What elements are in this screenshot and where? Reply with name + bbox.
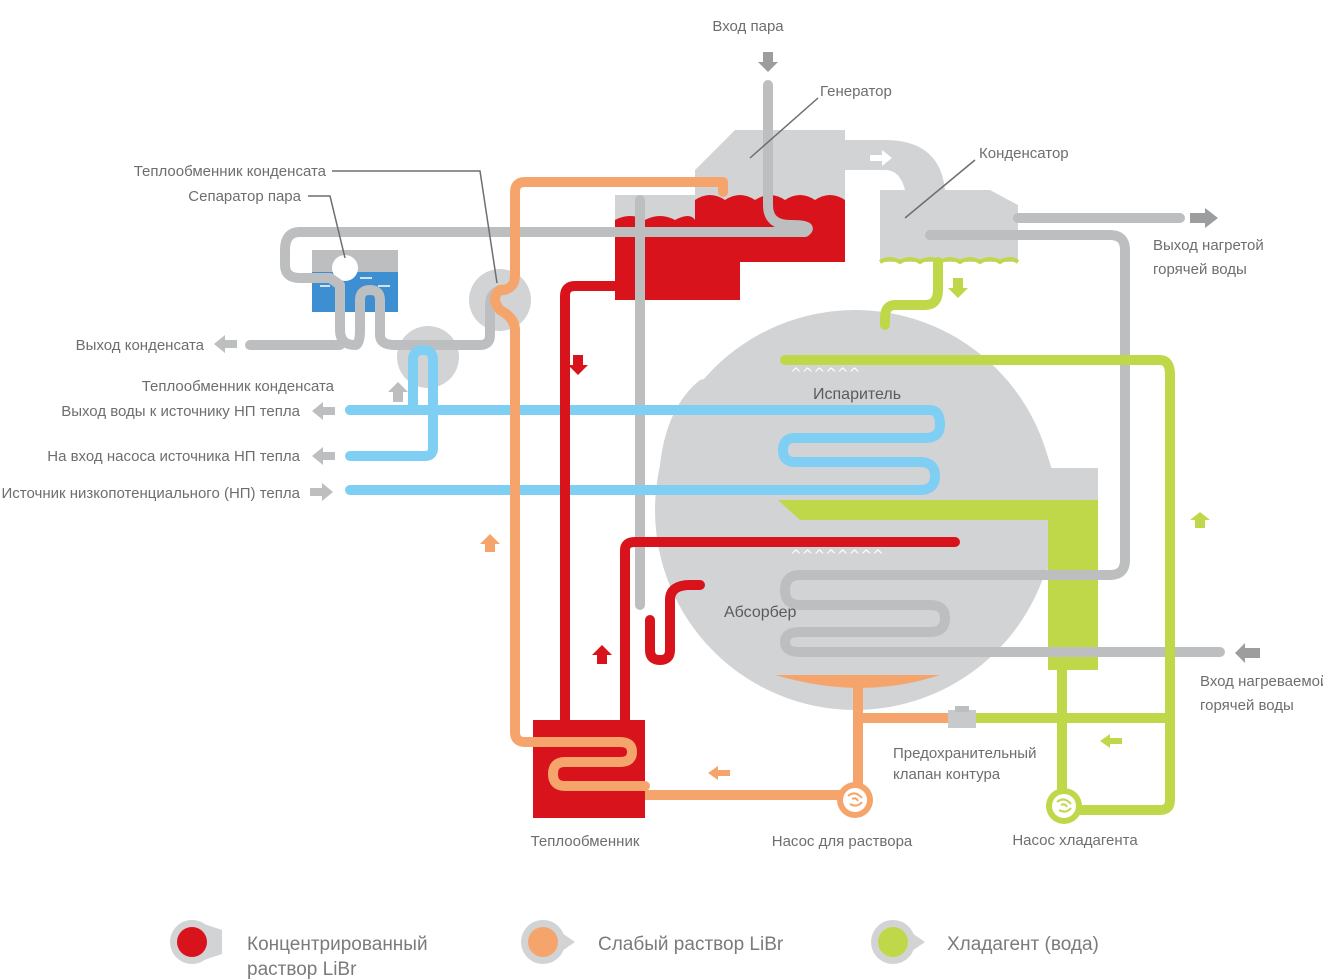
- refrigerant-pipes: [780, 257, 1175, 815]
- arrow-up-icon: [1190, 512, 1210, 528]
- refrigerant-pump-label: Насос хладагента: [1012, 832, 1138, 849]
- legend-swatch-icon: [878, 927, 908, 957]
- absorber-sprayer: ^^^^^^^^: [790, 548, 884, 564]
- legend-label: Концентрированный: [247, 934, 428, 955]
- arrow-up-icon: [480, 534, 500, 552]
- condenser-label: Конденсатор: [979, 145, 1069, 162]
- condensate-hx-top-label: Теплообменник конденсата: [134, 163, 327, 180]
- condensate-hx-mid-label: Теплообменник конденсата: [142, 378, 335, 395]
- legend-item-refrigerant: Хладагент (вода): [871, 920, 1099, 964]
- heat-exchanger: [528, 720, 650, 818]
- leader-lines: [308, 97, 976, 284]
- legend-label: раствор LiBr: [247, 959, 357, 980]
- hot-water-out-label-1: Выход нагретой: [1153, 237, 1264, 254]
- arrow-right-icon: [310, 483, 333, 501]
- arrow-up-icon: [388, 382, 408, 402]
- legend-label: Слабый раствор LiBr: [598, 934, 784, 955]
- arrow-left-icon: [312, 402, 335, 420]
- legend-swatch-icon: [177, 927, 207, 957]
- heated-water-in-label-2: горячей воды: [1200, 697, 1294, 714]
- solution-pump-icon: [837, 782, 873, 818]
- legend-item-weak: Слабый раствор LiBr: [521, 920, 784, 964]
- steam-in-label: Вход пара: [712, 18, 784, 35]
- lp-water-pipes: [345, 345, 945, 495]
- water-out-lp-label: Выход воды к источнику НП тепла: [61, 403, 300, 420]
- heat-exchanger-label: Теплообменник: [531, 833, 640, 850]
- evaporator-sprayer: ^^^^^^: [790, 366, 860, 382]
- evaporator-label: Испаритель: [813, 386, 901, 403]
- arrow-down-icon: [758, 52, 778, 72]
- arrow-left-icon: [312, 447, 335, 465]
- condenser: [878, 190, 1020, 265]
- to-lp-pump-label: На вход насоса источника НП тепла: [47, 448, 300, 465]
- legend-item-concentrated: Концентрированный раствор LiBr: [170, 920, 428, 980]
- arrow-left-icon: [1235, 643, 1260, 663]
- arrow-left-icon: [214, 335, 237, 353]
- heated-water-in-label-1: Вход нагреваемой: [1200, 673, 1323, 690]
- arrow-down-icon: [568, 355, 588, 375]
- arrow-left-icon: [708, 766, 730, 780]
- legend-label: Хладагент (вода): [947, 934, 1099, 955]
- flow-arrows: [214, 52, 1260, 780]
- arrow-right-icon: [1190, 208, 1218, 228]
- lp-source-label: Источник низкопотенциального (НП) тепла: [2, 485, 301, 502]
- absorber-label: Абсорбер: [724, 604, 797, 621]
- arrow-down-icon: [948, 278, 968, 298]
- steam-separator-label: Сепаратор пара: [188, 188, 301, 205]
- generator-label: Генератор: [820, 83, 892, 100]
- legend-swatch-icon: [528, 927, 558, 957]
- concentrated-solution-pipes: [560, 281, 960, 730]
- legend: Концентрированный раствор LiBr Слабый ра…: [170, 920, 1099, 980]
- arrow-left-icon: [1100, 734, 1122, 748]
- arrow-up-icon: [592, 645, 612, 664]
- safety-valve-label-2: клапан контура: [893, 766, 1001, 783]
- hot-water-out-label-2: горячей воды: [1153, 261, 1247, 278]
- solution-pump-label: Насос для раствора: [772, 833, 913, 850]
- arrow-right-icon: [870, 150, 892, 166]
- condensate-out-label: Выход конденсата: [76, 337, 205, 354]
- refrigerant-pump-icon: [1046, 788, 1082, 824]
- safety-valve-label-1: Предохранительный: [893, 745, 1036, 762]
- safety-valve: [948, 706, 976, 728]
